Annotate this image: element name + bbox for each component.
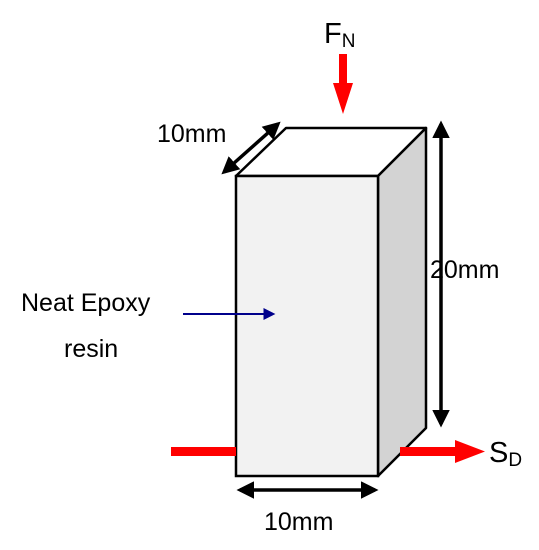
material-label-line1: Neat Epoxy xyxy=(21,289,151,317)
normal-force-arrow xyxy=(333,54,353,114)
width-label: 10mm xyxy=(264,508,333,536)
height-label: 20mm xyxy=(430,256,499,284)
normal-force-label: FN xyxy=(324,18,355,52)
shear-direction-arrow-shaft xyxy=(400,447,456,456)
normal-force-label-subscript: N xyxy=(342,31,356,52)
shear-input-arrow xyxy=(171,447,236,456)
depth-dimension-arrow xyxy=(221,121,281,175)
normal-force-arrow-shaft xyxy=(339,54,347,84)
shear-direction-arrow xyxy=(400,440,485,463)
normal-force-arrow-head xyxy=(333,83,353,114)
depth-label: 10mm xyxy=(157,120,226,148)
block-front-face xyxy=(234,174,380,478)
shear-direction-label: SD xyxy=(489,437,522,471)
shear-direction-label-subscript: D xyxy=(508,450,522,471)
material-label-line2: resin xyxy=(64,335,118,363)
shear-direction-arrow-head xyxy=(455,440,485,463)
block-side-face xyxy=(376,126,428,478)
